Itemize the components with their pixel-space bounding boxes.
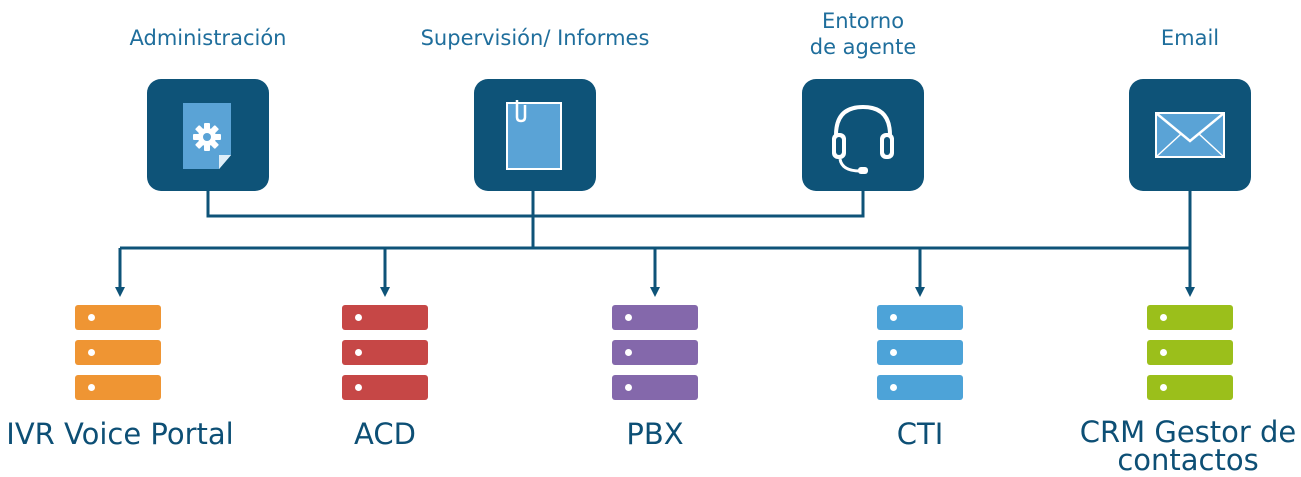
server-unit <box>75 340 161 365</box>
server-unit <box>1147 305 1233 330</box>
label-email: Email <box>1160 26 1220 50</box>
headset-icon <box>832 104 894 174</box>
server-unit <box>1147 340 1233 365</box>
label-pbx: PBX <box>626 417 684 451</box>
server-unit <box>612 375 698 400</box>
server-unit <box>877 340 963 365</box>
server-unit <box>342 340 428 365</box>
connector-admin <box>206 190 533 218</box>
tile-administracion <box>147 79 269 191</box>
server-unit <box>612 305 698 330</box>
tile-entorno-agente <box>802 79 924 191</box>
server-unit <box>1147 375 1233 400</box>
server-unit <box>75 305 161 330</box>
server-acd-icon <box>342 305 428 410</box>
server-unit <box>877 305 963 330</box>
label-acd: ACD <box>354 417 416 451</box>
document-gear-icon <box>183 103 231 169</box>
server-cti-icon <box>877 305 963 410</box>
server-crm-icon <box>1147 305 1233 410</box>
clipboard-icon <box>506 100 562 170</box>
label-entorno-agente: Entorno de agente <box>809 9 917 59</box>
server-unit <box>75 375 161 400</box>
label-crm-gestor-contactos: CRM Gestor de contactos <box>1079 415 1297 477</box>
server-ivr-icon <box>75 305 161 410</box>
label-administracion: Administración <box>129 26 287 50</box>
server-unit <box>342 375 428 400</box>
connector-agent <box>533 190 865 218</box>
server-pbx-icon <box>612 305 698 410</box>
server-unit <box>877 375 963 400</box>
server-unit <box>342 305 428 330</box>
envelope-icon <box>1155 112 1225 158</box>
server-unit <box>612 340 698 365</box>
label-cti: CTI <box>896 417 944 451</box>
tile-supervision <box>474 79 596 191</box>
tile-email <box>1129 79 1251 191</box>
label-ivr-voice-portal: IVR Voice Portal <box>6 417 234 451</box>
label-supervision: Supervisión/ Informes <box>420 26 650 50</box>
